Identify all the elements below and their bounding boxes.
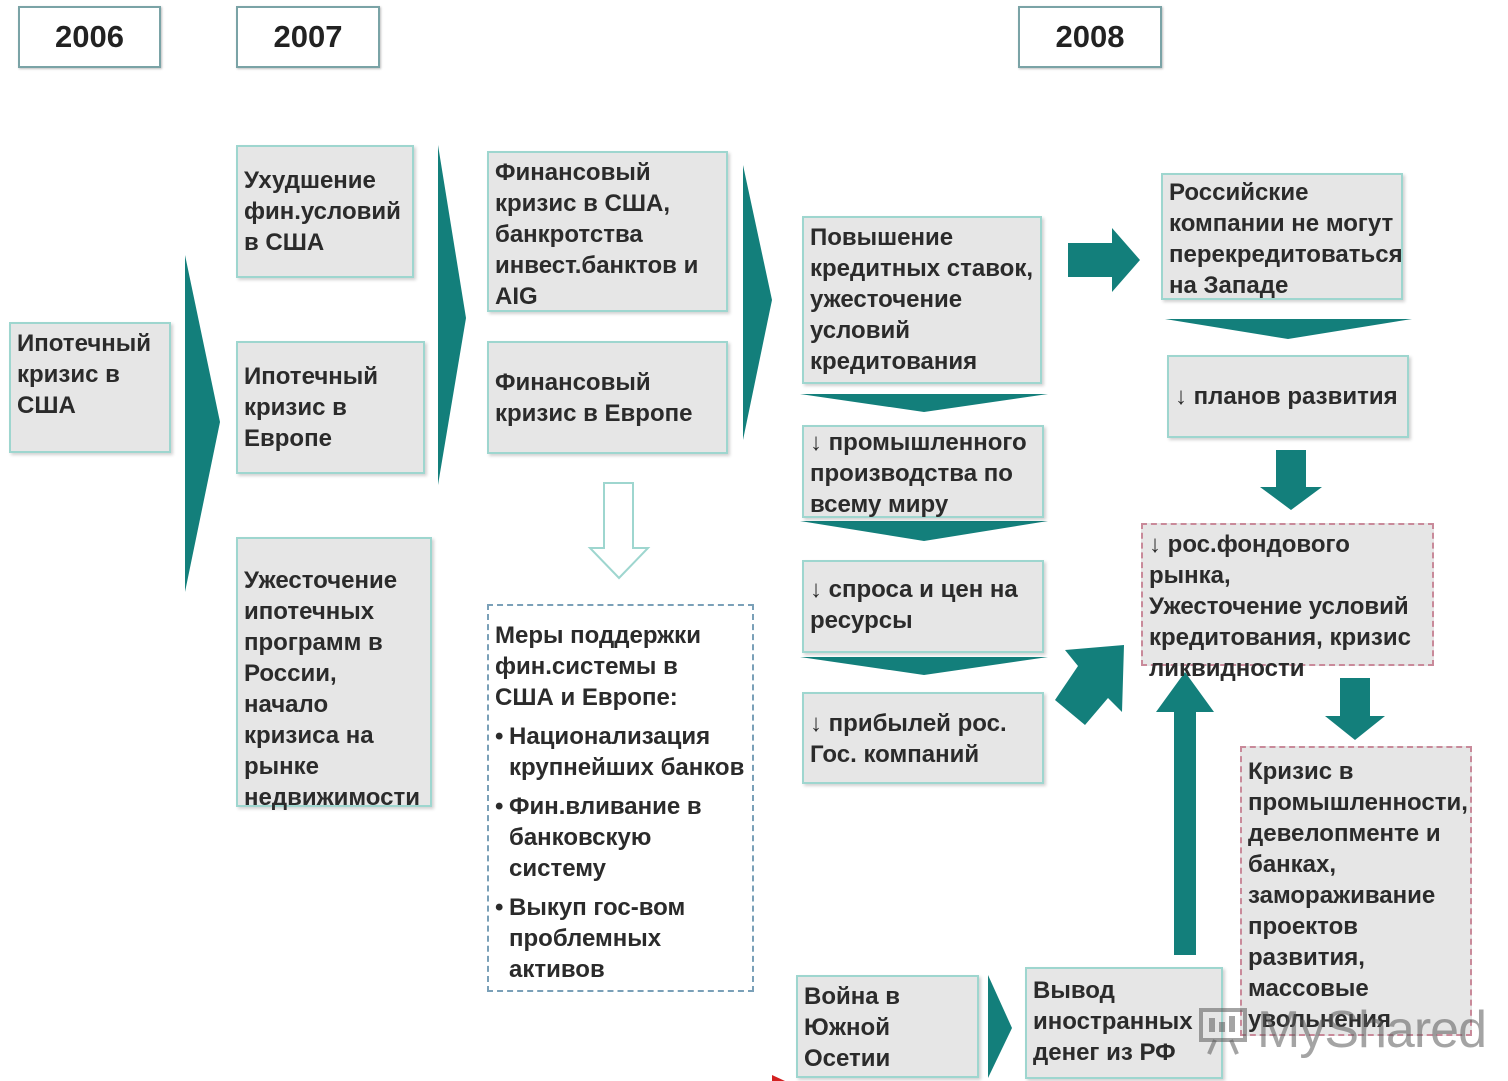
- box-rates-up: Повышение кредитных ставок, ужесточение …: [802, 216, 1042, 384]
- chevron-arrow-1: [185, 255, 220, 592]
- year-2007: 2007: [236, 6, 380, 68]
- box-support-measures: Меры поддержки фин.системы в США и Европ…: [487, 604, 754, 992]
- down-arrow-2: [1325, 678, 1385, 740]
- box-crisis-industry: Кризис в промышленности, девелопменте и …: [1240, 746, 1472, 1036]
- box-profits-down: ↓ прибылей рос. Гос. компаний: [802, 692, 1044, 784]
- support-item: • Фин.вливание в банковскую систему: [495, 791, 748, 884]
- diagonal-arrow: [1055, 645, 1124, 725]
- box-capital-outflow: Вывод иностранных денег из РФ: [1025, 967, 1223, 1079]
- box-us-fin-deterioration: Ухудшение фин.условий в США: [236, 145, 414, 278]
- box-us-fin-crisis: Финансовый кризис в США, банкротства инв…: [487, 151, 728, 312]
- box-ru-mortgage-tightening: Ужесточение ипотечных программ в России,…: [236, 537, 432, 811]
- red-mark: [772, 1075, 785, 1081]
- support-item-text: Национализация крупнейших банков: [509, 723, 745, 781]
- chevron-arrow-4: [988, 975, 1012, 1078]
- bullet-dot-icon: •: [495, 723, 504, 750]
- box-eu-fin-crisis: Финансовый кризис в Европе: [487, 341, 728, 454]
- watermark-text: MyShared: [1257, 1001, 1487, 1059]
- box-plans-down: ↓ планов развития: [1167, 355, 1409, 438]
- year-2006: 2006: [18, 6, 161, 68]
- flat-chevron-2: [800, 521, 1048, 541]
- support-item-text: Выкуп гос-вом проблемных активов: [509, 894, 686, 983]
- support-title: Меры поддержки фин.системы в США и Европ…: [495, 622, 701, 711]
- year-2008: 2008: [1018, 6, 1162, 68]
- chevron-arrow-3: [743, 165, 772, 440]
- flat-chevron-1: [800, 394, 1048, 412]
- box-demand-down: ↓ спроса и цен на ресурсы: [802, 560, 1044, 653]
- box-no-refinance: Российские компании не могут перекредито…: [1161, 173, 1403, 300]
- right-arrow: [1068, 228, 1140, 292]
- box-us-mortgage-crisis: Ипотечный кризис в США: [9, 322, 171, 453]
- box-eu-mortgage-crisis: Ипотечный кризис в Европе: [236, 341, 425, 474]
- flat-chevron-4: [1165, 319, 1412, 339]
- down-arrow-1: [1260, 450, 1322, 510]
- chevron-arrow-2: [438, 145, 466, 485]
- support-item: • Выкуп гос-вом проблемных активов: [495, 892, 748, 985]
- hollow-down-arrow: [587, 482, 651, 580]
- bullet-dot-icon: •: [495, 793, 504, 820]
- watermark-logo-icon: [1199, 1008, 1247, 1055]
- watermark: MyShared: [1195, 1000, 1487, 1060]
- box-war-south-ossetia: Война в Южной Осетии: [796, 975, 979, 1078]
- support-item: • Национализация крупнейших банков: [495, 721, 748, 783]
- box-industry-down: ↓ промышленного производства по всему ми…: [802, 425, 1044, 518]
- box-market-down: ↓ рос.фондового рынка, Ужесточение услов…: [1141, 523, 1434, 682]
- up-arrow: [1156, 672, 1214, 955]
- support-item-text: Фин.вливание в банковскую систему: [509, 793, 702, 882]
- flat-chevron-3: [800, 657, 1048, 675]
- bullet-dot-icon: •: [495, 894, 504, 921]
